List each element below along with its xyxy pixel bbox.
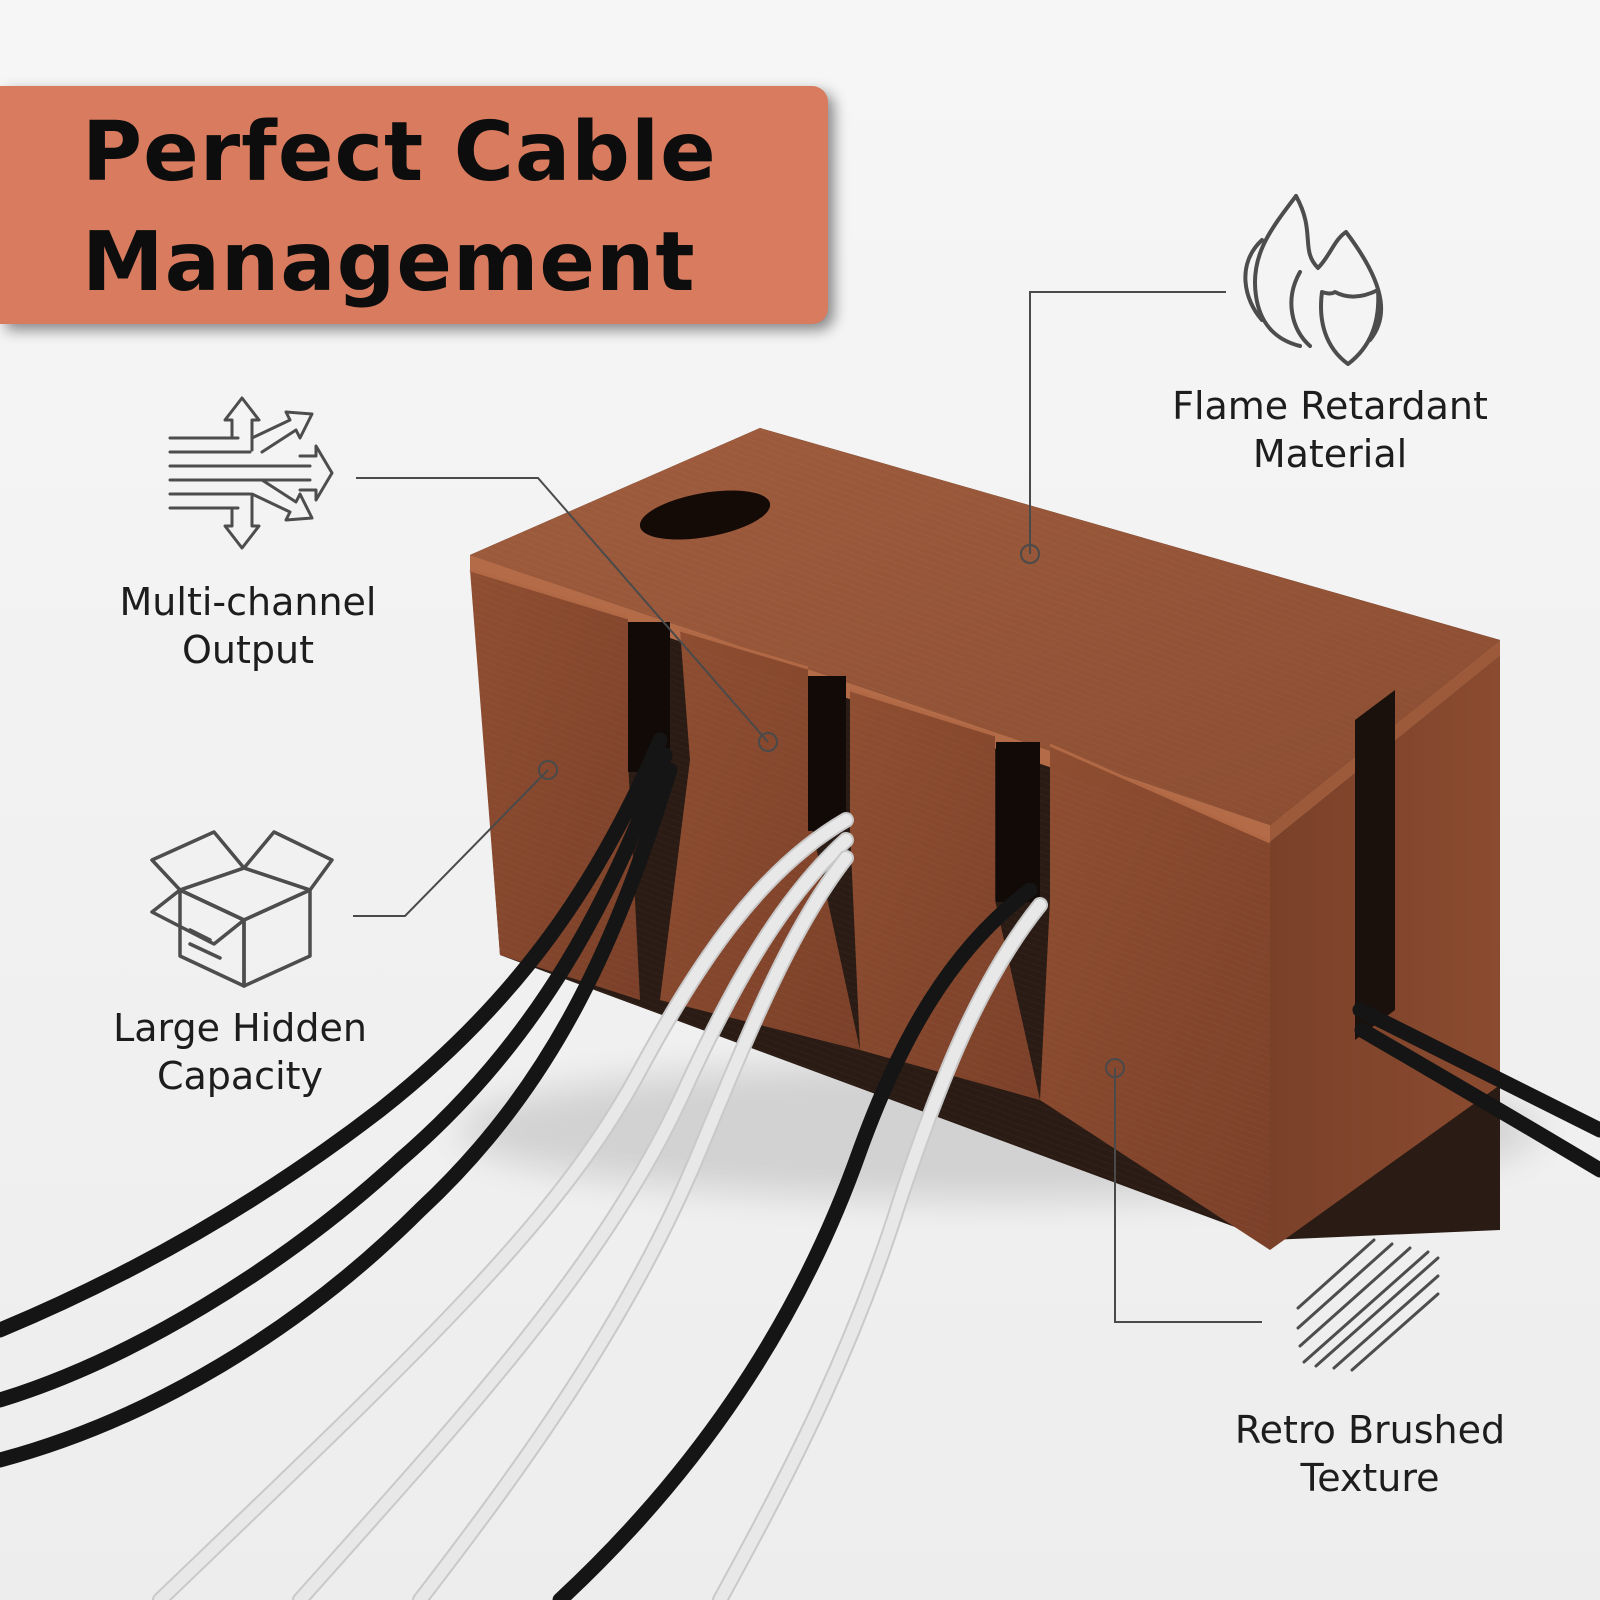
- feature-flame-retardant: Flame Retardant Material: [1160, 382, 1500, 478]
- page-title: Perfect Cable Management: [82, 98, 717, 318]
- black-cable: [0, 732, 668, 1338]
- feature-label-line: Flame Retardant: [1172, 384, 1488, 428]
- callout-lines: [353, 291, 1262, 1323]
- callout-line-multi-channel: [356, 477, 769, 743]
- black-cable: [0, 747, 673, 1408]
- lid-handle-slot: [639, 490, 771, 540]
- title-line-2: Management: [82, 215, 696, 310]
- flame-shield-icon: [1243, 194, 1384, 366]
- arrows-split-icon: [168, 396, 334, 550]
- black-cable: [1352, 1002, 1600, 1138]
- feature-brushed-texture: Retro Brushed Texture: [1220, 1406, 1520, 1502]
- black-cable: [0, 762, 678, 1468]
- black-cable: [1354, 1022, 1600, 1178]
- callout-dot: [1020, 544, 1040, 564]
- feature-label-line: Multi-channel: [119, 580, 377, 624]
- title-line-1: Perfect Cable: [82, 105, 717, 200]
- side-slot: [1355, 690, 1395, 1040]
- black-cable: [552, 882, 1038, 1600]
- callout-dot: [1105, 1058, 1125, 1078]
- feature-label-line: Capacity: [156, 1054, 324, 1098]
- feature-large-capacity: Large Hidden Capacity: [100, 1004, 380, 1100]
- open-box-icon: [150, 830, 334, 988]
- feature-label-line: Texture: [1300, 1456, 1440, 1500]
- callout-dot: [538, 760, 558, 780]
- feature-multi-channel: Multi-channel Output: [108, 578, 388, 674]
- feature-label-line: Large Hidden: [113, 1006, 367, 1050]
- brushed-lines-icon: [1296, 1238, 1440, 1372]
- title-banner: [0, 86, 828, 324]
- feature-label-line: Retro Brushed: [1234, 1408, 1506, 1452]
- callout-dot: [758, 732, 778, 752]
- callout-line-texture: [1114, 1068, 1262, 1323]
- cable-box: [469, 428, 1500, 1250]
- cables: [0, 732, 1600, 1600]
- callout-line-capacity: [353, 769, 549, 917]
- feature-label-line: Material: [1252, 432, 1408, 476]
- feature-label-line: Output: [182, 628, 314, 672]
- callout-line-flame: [1029, 291, 1226, 554]
